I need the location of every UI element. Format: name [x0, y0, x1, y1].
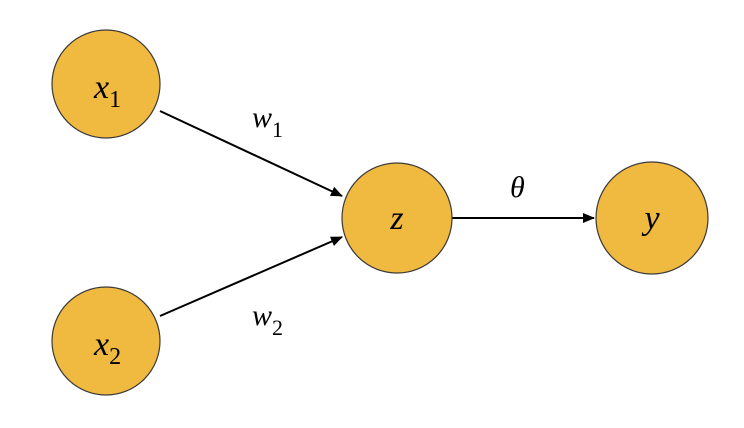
edge-label-w1: w1 [252, 101, 283, 142]
svg-text:x1: x1 [93, 69, 121, 113]
edge-x1-to-z [159, 110, 343, 197]
svg-text:x2: x2 [93, 326, 121, 370]
edge-label-theta: θ [510, 171, 525, 204]
node-x2: x2 [51, 286, 161, 396]
node-y: y [595, 161, 709, 275]
node-z: z [341, 162, 453, 274]
svg-text:z: z [389, 200, 403, 237]
svg-text:y: y [641, 200, 660, 237]
node-x1: x1 [51, 29, 161, 139]
edge-label-w2: w2 [252, 299, 283, 340]
edge-x2-to-z [159, 236, 343, 317]
